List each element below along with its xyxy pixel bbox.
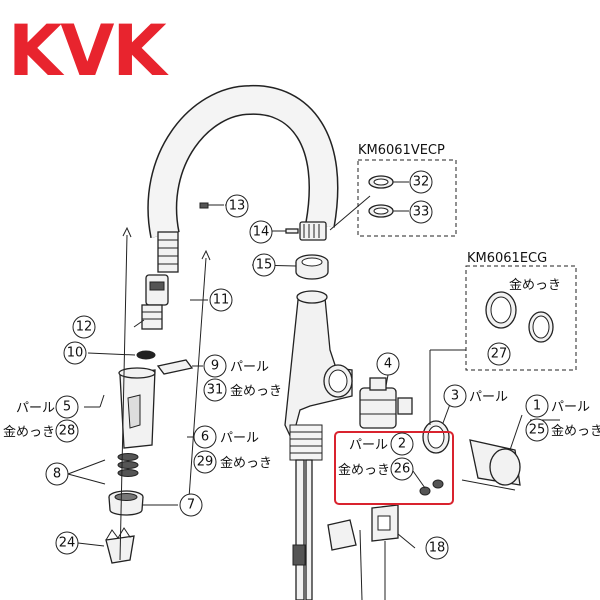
cartridge-4 [359,377,413,429]
svg-text:4: 4 [384,357,392,372]
finish-label-3-pearl: パール [469,390,508,405]
callout-1: 1 [525,394,549,418]
handle-1 [461,439,521,491]
svg-text:3: 3 [451,389,459,404]
svg-text:1: 1 [533,399,541,414]
callout-25: 25 [525,418,549,442]
svg-text:10: 10 [67,346,84,361]
ring-15 [295,254,329,280]
svg-text:26: 26 [394,462,411,477]
svg-text:25: 25 [529,423,546,438]
finish-label-ecg-gold: 金めっき [509,277,561,293]
finish-label-1-pearl: パール [551,400,590,415]
svg-text:15: 15 [256,258,273,273]
hose-connector-12 [141,231,179,330]
seal-33 [368,204,394,218]
callout-13: 13 [225,194,249,218]
svg-text:27: 27 [491,347,508,362]
callout-7: 7 [179,493,203,517]
callout-28: 28 [55,419,79,443]
callout-12: 12 [72,315,96,339]
svg-text:5: 5 [63,400,71,415]
callout-26: 26 [390,457,414,481]
callout-4: 4 [376,352,400,376]
finish-label-6-pearl: パール [220,431,259,446]
spout-hose [147,84,339,238]
finish-label-31-gold: 金めっき [230,383,282,399]
spray-head-6 [118,367,156,449]
svg-text:9: 9 [211,359,219,374]
seal-32 [368,175,394,189]
finish-label-25-gold: 金めっき [551,423,600,439]
screw-13 [199,202,224,209]
ecg-box [465,265,577,371]
faucet-body [284,290,353,600]
callout-27: 27 [487,342,511,366]
finish-label-5-pearl: パール [16,401,55,416]
callout-6: 6 [193,425,217,449]
highlight-box [334,431,454,505]
finish-label-2-pearl: パール [349,438,388,453]
svg-text:32: 32 [413,175,430,190]
svg-text:2: 2 [398,437,406,452]
callout-2: 2 [390,432,414,456]
svg-text:6: 6 [201,430,209,445]
finish-label-29-gold: 金めっき [220,455,272,471]
svg-text:13: 13 [229,199,246,214]
callout-9: 9 [203,354,227,378]
callout-11: 11 [209,288,233,312]
set-screw-26 [419,479,444,496]
svg-text:31: 31 [207,383,224,398]
hose-nut-14 [270,221,327,241]
svg-text:29: 29 [197,455,214,470]
svg-text:18: 18 [429,541,446,556]
svg-text:14: 14 [253,225,270,240]
washer-10 [136,350,156,360]
bracket-18 [327,504,399,600]
model-label-vecp: KM6061VECP [358,143,445,158]
callout-3: 3 [443,384,467,408]
clip-9 [156,359,203,375]
svg-text:28: 28 [59,424,76,439]
callout-33: 33 [409,200,433,224]
callout-14: 14 [249,220,273,244]
callout-15: 15 [252,253,276,277]
svg-text:8: 8 [53,467,61,482]
kvk-logo: KVK [8,10,169,92]
finish-label-9-pearl: パール [230,360,269,375]
svg-text:11: 11 [213,293,230,308]
svg-text:12: 12 [76,320,93,335]
svg-text:24: 24 [59,536,76,551]
callout-31: 31 [203,378,227,402]
callout-18: 18 [425,536,449,560]
ring-27 [485,291,554,343]
callout-5: 5 [55,395,79,419]
ring-3 [422,420,450,454]
nozzle-7 [108,490,144,516]
callout-32: 32 [409,170,433,194]
callout-24: 24 [55,531,79,555]
callout-10: 10 [63,341,87,365]
finish-label-28-gold: 金めっき [3,424,55,440]
svg-text:7: 7 [187,498,195,513]
vecp-box [357,159,457,237]
model-label-ecg: KM6061ECG [467,251,547,266]
svg-text:33: 33 [413,205,430,220]
o-rings-8 [117,453,139,477]
callout-29: 29 [193,450,217,474]
finish-label-26-gold: 金めっき [338,462,390,478]
callout-8: 8 [45,462,69,486]
